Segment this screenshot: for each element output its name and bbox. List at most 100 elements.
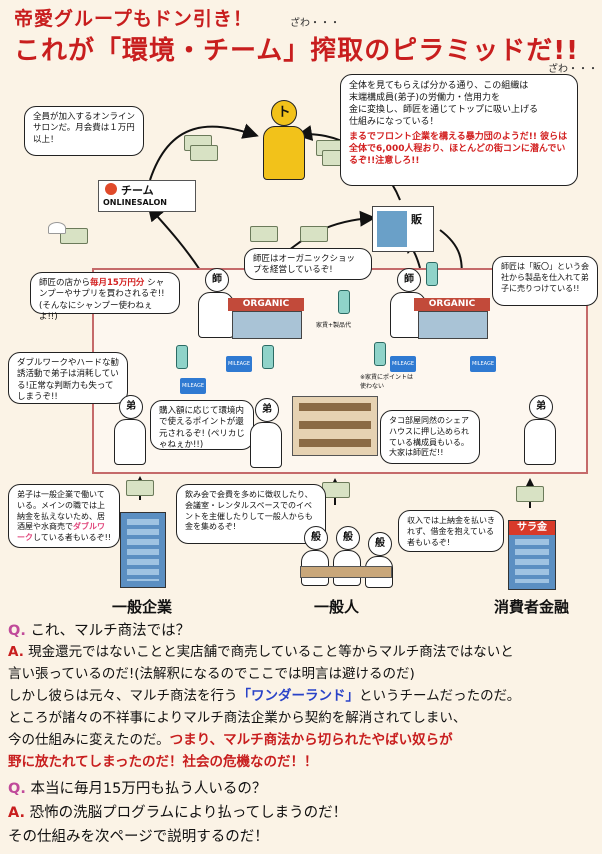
top-person-head: ト [271,100,297,126]
deshi-body [524,419,556,465]
q-mark: Q. [8,623,26,639]
shop-sign: ORGANIC [414,298,490,311]
bubble-tako: タコ部屋同然のシェアハウスに押し込められている構成員もいる。大家は師匠だ!! [380,410,480,464]
bubble-top-line: 全体を見てもらえば分かる通り、この組織は [349,81,529,91]
mileage-card-icon: MILEAGE [226,356,252,372]
a-mark: A. [8,644,24,660]
left-shop-text-b: シャンプーやサプリを買わされるぞ!! (そんなにシャンプー使わねぇよ!!) [39,278,165,323]
product-bottle-icon [176,345,188,369]
label-ippan: 一般人 [314,598,360,616]
deshi-body [114,419,146,465]
arrow-team-to-top [149,123,259,181]
point-note: ※家賃にポイントは使わない [360,374,414,390]
mileage-card-icon: MILEAGE [470,356,496,372]
a-mark: A. [8,805,25,821]
a2-line2: その仕組みを次ページで説明するのだ！ [8,829,269,845]
deshi-head: 弟 [255,398,279,422]
ippan-head: 般 [304,526,328,550]
shop-building [418,311,488,339]
flying-money-icon [250,226,278,242]
deshi-head: 弟 [529,395,553,419]
company-text-b: している者もいるぞ!! [33,533,112,543]
bubble-loan: 収入では上納金を払いきれず、借金を抱えている者もいるぞ! [398,510,504,552]
flying-money-icon [300,226,328,242]
qa-a1-line5: 今の仕組みに変えたのだ。つまり、マルチ商法から切られたやばい奴らが [8,732,453,748]
money-icon [190,145,218,161]
a1-line2: 言い張っているのだ!(法解釈になるのでここでは明言は避けるのだ) [8,666,415,682]
share-house [292,396,378,456]
left-shop-text-a: 師匠の店から [39,278,91,288]
shop-building [232,311,302,339]
ippan-3: 般 [364,532,394,588]
deshi-3: 弟 [522,395,558,467]
zawa-top: ざわ・・・ [290,18,340,29]
product-bottle-icon [338,290,350,314]
top-person-body [263,126,305,180]
qa-a2-line1: A. 恐怖の洗脳プログラムにより払ってしまうのだ！ [8,806,347,821]
bubble-top-line: 末端構成員(弟子)の労働力・信用力を [349,93,501,104]
a1-line5b: つまり、マルチ商法から切られたやばい奴らが [169,732,453,748]
team-logo: チーム ONLINESALON [98,180,196,212]
qa-a1-line3: しかし彼らは元々、マルチ商法を行う「ワンダーランド」というチームだったのだ。 [8,688,521,704]
loan-windows [515,539,549,583]
product-bottle-icon [426,262,438,286]
shisho-head: 師 [205,268,229,292]
wing-icon [48,222,66,234]
bubble-point: 購入額に応じて環境内で使えるポイントが還元されるぞ! (ペリカじゃねぇか!!) [150,400,254,450]
team-logo-icon [105,183,117,195]
shisho-left: 師 [196,268,236,338]
company-text-a: 弟子は一般企業で働いている。メインの職では上納金を払えないため、居酒屋や水商売で [17,490,105,532]
mileage-card-icon: MILEAGE [390,356,416,372]
qa-a1-line1: A. 現金還元ではないことと実店舗で商売していること等からマルチ商法ではないと [8,644,514,660]
title-main: これが「環境・チーム」搾取のピラミッドだ!! [14,36,579,66]
product-bottle-icon [374,342,386,366]
bunk-bed [299,403,371,411]
shop-sign: ORGANIC [228,298,304,311]
label-loan: 消費者金融 [494,598,570,616]
a1-line1: 現金還元ではないことと実店舗で商売していること等からマルチ商法ではないと [28,644,514,660]
table [300,566,392,578]
bubble-salon: 全員が加入するオンラインサロンだ。月会費は１万円以上！ [24,106,144,156]
a2-line1: 恐怖の洗脳プログラムにより払ってしまうのだ！ [29,805,348,821]
a1-line6: 野に放たれてしまったのだ！社会の危機なのだ！！ [8,754,318,770]
arrow-shisho-to-team [147,204,201,271]
bunk-bed [299,439,371,447]
loan-sign: サラ金 [509,521,555,535]
hq-windows [377,211,407,247]
deshi-body [250,422,282,468]
qa-q2: Q. 本当に毎月15万円も払う人いるの？ [8,782,266,797]
shisho-head: 師 [397,268,421,292]
q2-text: 本当に毎月15万円も払う人いるの？ [30,781,267,797]
bubble-top-line: 金に変換し、師匠を通じてトップに吸い上げる [349,105,539,116]
bunk-bed [299,421,371,429]
zawa-main: ざわ・・・ [548,64,598,75]
money-icon [516,486,544,502]
organic-shop-left: ORGANIC [228,298,304,339]
bubble-top-warning: まるでフロント企業を構える暴力団のようだ!! 彼らは全体で6,000人程おり、ほ… [349,131,568,166]
money-icon [126,480,154,496]
organic-shop-right: ORGANIC [414,298,490,339]
hq-building: 販 [372,206,434,252]
flying-money-icon [60,228,88,244]
bubble-ippan: 飲み会で会費を多めに徴収したり、会議室・レンタルスペースでのイベントを主催したり… [176,484,326,544]
company-building [120,512,166,588]
a1-line3c: というチームだったのだ。 [359,688,521,704]
a1-line4: ところが諸々の不祥事によりマルチ商法企業から契約を解消されてしまい、 [8,710,467,726]
bubble-left-shop: 師匠の店から毎月15万円分 シャンプーやサプリを買わされるぞ!! (そんなにシャ… [30,272,180,322]
bubble-company: 弟子は一般企業で働いている。メインの職では上納金を払えないため、居酒屋や水商売で… [8,484,120,548]
loan-building: サラ金 [508,520,556,590]
company-windows [127,519,159,581]
deshi-1: 弟 [112,395,148,467]
bubble-shisho-shop: 師匠はオーガニックショップを経営しているぞ! [244,248,372,280]
label-company: 一般企業 [112,598,173,616]
ippan-head: 般 [368,532,392,556]
left-shop-red: 毎月15万円分 [90,278,145,288]
bubble-top: 全体を見てもらえば分かる通り、この組織は 末端構成員(弟子)の労働力・信用力を … [340,74,578,186]
q-mark: Q. [8,781,26,797]
product-bottle-icon [262,345,274,369]
team-logo-sub: ONLINESALON [103,198,167,207]
money-icon [322,482,350,498]
deshi-2: 弟 [248,398,284,470]
company-red: ダブルワーク [17,522,105,543]
a1-line5a: 今の仕組みに変えたのだ。 [8,732,170,748]
